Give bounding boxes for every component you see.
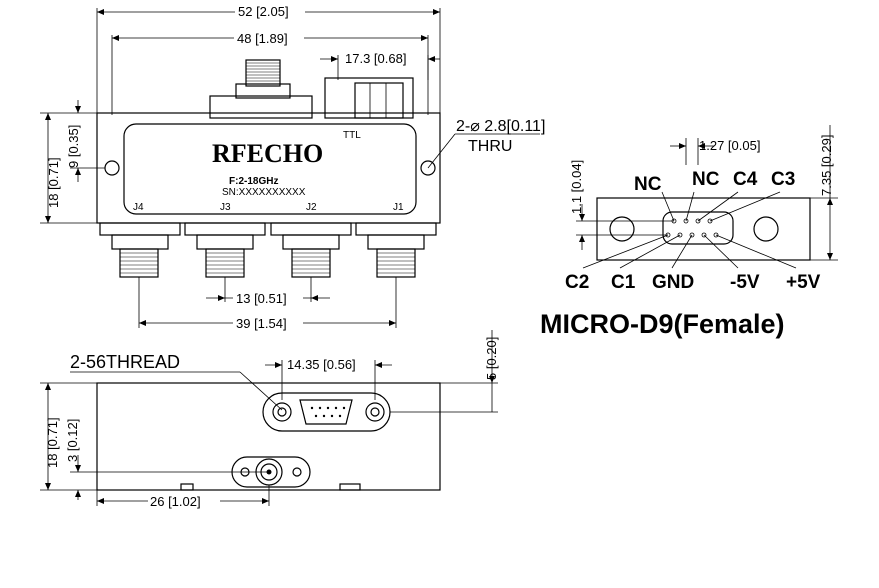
side-body [96,382,441,491]
dim-dsub-holes: 14.35 [0.56] [287,357,356,372]
micro-d9-detail: NC NC C4 C3 C2 C1 GND -5V +5V 1.27 [0.05… [540,125,838,339]
label-plate [123,123,417,215]
dim-rf-height: 3 [0.12] [65,419,80,462]
sma-port-j2 [270,222,352,278]
dim-connector-offset: 17.3 [0.68] [345,51,406,66]
sma-port-j4 [99,222,181,278]
connector-mount-hole [753,216,779,242]
frequency-label: F:2-18GHz [229,176,278,187]
top-view: 52 [2.05] 48 [1.89] 17.3 [0.68] [40,4,545,331]
thread-hole-right [370,407,380,417]
dim-height: 18 [0.71] [45,417,60,468]
mount-hole-left [104,160,120,176]
pin-label-nc-2: NC [692,169,720,190]
brand-logo: RFECHO [212,139,323,168]
connector-title: MICRO-D9(Female) [540,309,785,339]
sma-port-j1 [355,222,437,278]
dim-mount-hole-offset: 9 [0.35] [66,125,81,168]
dim-pin-offset: 1.1 [0.04] [569,160,584,214]
dim-rf-offset: 26 [1.02] [150,494,201,509]
switch-body-outer [96,112,441,224]
dim-port-span: 39 [1.54] [236,316,287,331]
dim-overall-width: 52 [2.05] [238,4,289,19]
port-label-j1: J1 [393,202,404,213]
hole-callout: 2-⌀ 2.8[0.11] [456,118,545,135]
connector-pins [665,218,719,238]
side-view: 2-56THREAD 14.35 [0.56] 5 [0.20] [40,330,499,509]
top-connector-nut [235,83,291,99]
pin-label-plus-5v: +5V [786,272,821,293]
dim-pin-pitch: 1.27 [0.05] [699,138,760,153]
port-label-j3: J3 [220,202,231,213]
pin-label-c1: C1 [611,272,636,293]
pin-label-nc-1: NC [634,174,662,195]
top-connector-base [209,95,313,119]
dim-port-pitch: 13 [0.51] [236,291,287,306]
sma-port-j3 [184,222,266,278]
connector-flange [596,197,811,261]
top-connector-thread [245,59,281,87]
dim-total-height: 7.35 [0.29] [819,135,834,196]
thread-callout: 2-56THREAD [70,352,180,372]
connector-shell [662,211,734,245]
dim-text-bg [234,30,304,45]
hole-callout-thru: THRU [468,138,512,155]
mount-hole-right [420,160,436,176]
port-label-j4: J4 [133,202,144,213]
pin-label-c3: C3 [771,169,795,190]
dim-dsub-height: 5 [0.20] [484,337,499,380]
micro-d-pins [310,406,346,418]
thread-hole-left [277,407,287,417]
pin-label-minus-5v: -5V [730,272,760,293]
dim-body-width: 48 [1.89] [237,31,288,46]
dim-body-height: 18 [0.71] [46,157,61,208]
connector-mount-hole [609,216,635,242]
thread-hatch [246,62,280,82]
dc-connector-face [354,82,404,119]
leader-line [427,133,456,169]
port-label-j2: J2 [306,202,317,213]
serial-label: SN:XXXXXXXXXX [222,187,306,198]
dc-connector-housing [324,77,414,119]
pin-label-gnd: GND [652,272,694,293]
pin-label-c2: C2 [565,272,589,293]
logic-label: TTL [343,130,361,141]
pin-label-c4: C4 [733,169,758,190]
dim-text-bg [235,4,305,19]
micro-d-shell [299,399,353,425]
